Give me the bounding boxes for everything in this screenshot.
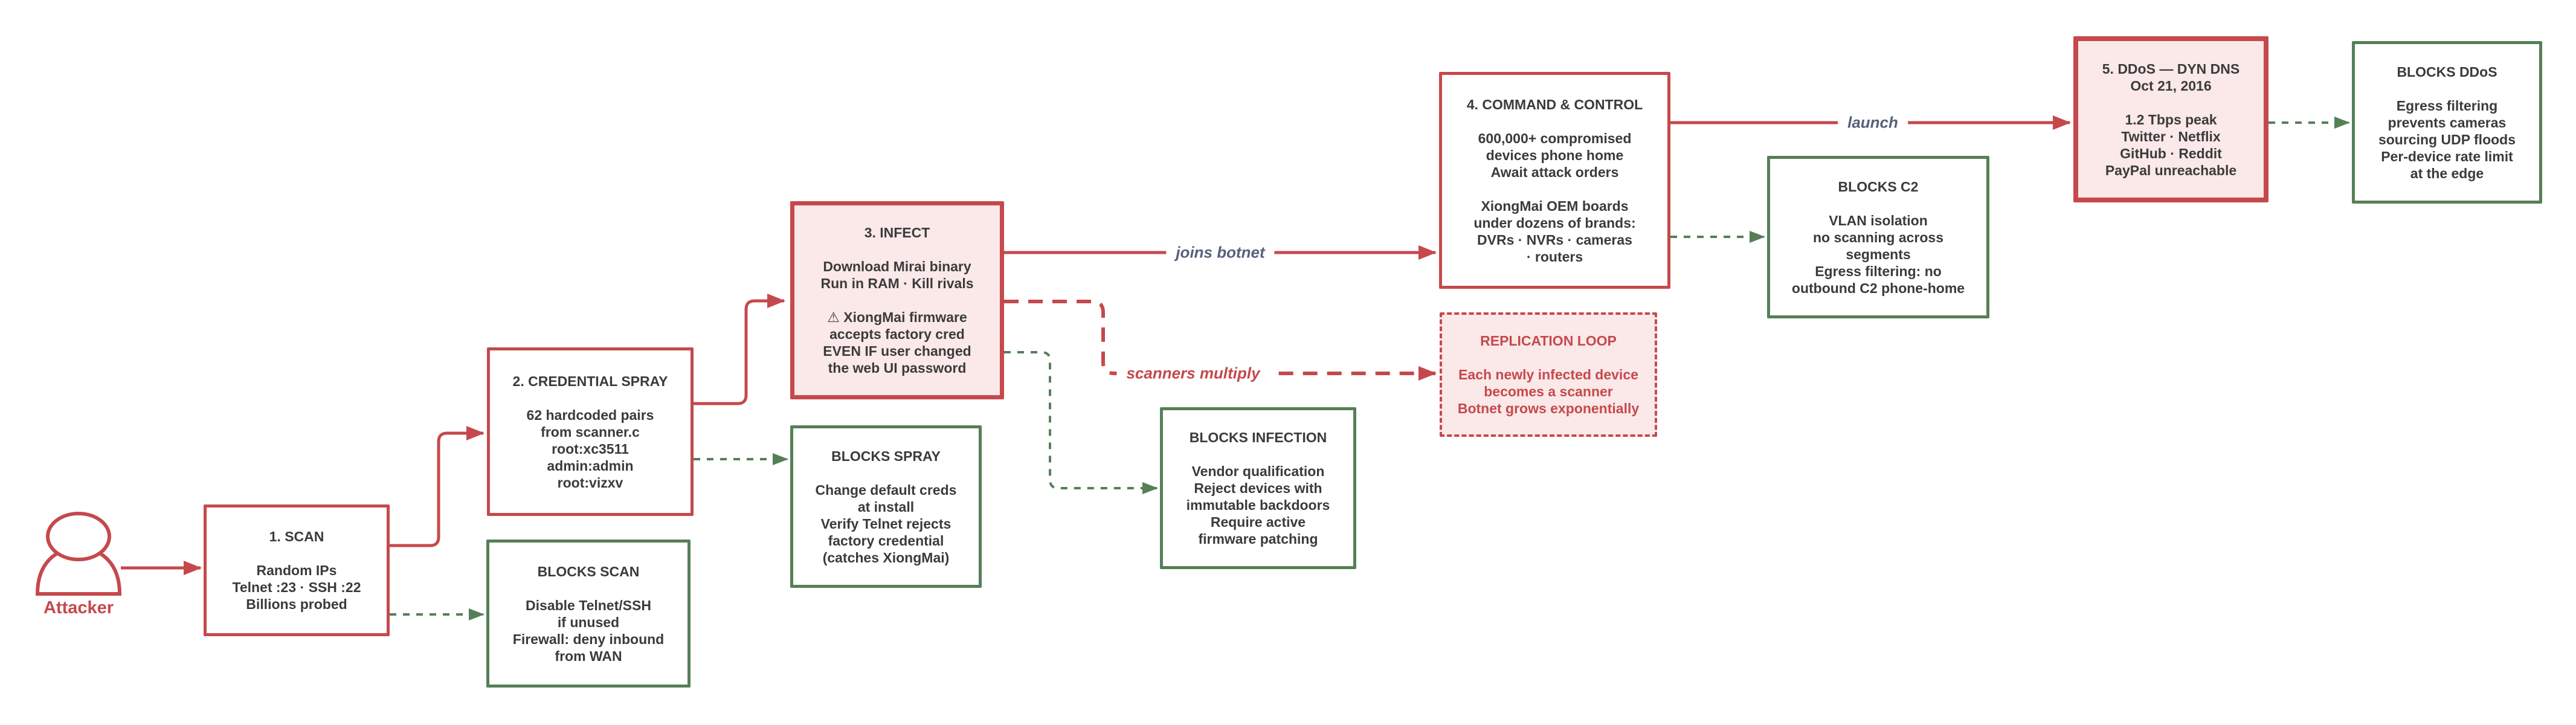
node-command-control-body: 600,000+ compromised devices phone home … xyxy=(1478,130,1632,180)
node-blocks-c2-body: VLAN isolation no scanning across segmen… xyxy=(1791,212,1965,296)
node-replication-loop: REPLICATION LOOP Each newly infected dev… xyxy=(1440,312,1657,437)
edge-label-launch: launch xyxy=(1838,112,1908,134)
node-credential-spray-title: 2. CREDENTIAL SPRAY xyxy=(512,373,668,389)
node-infect-warning: ⚠ XiongMai firmware accepts factory cred… xyxy=(823,309,971,376)
node-command-control-title: 4. COMMAND & CONTROL xyxy=(1466,96,1643,112)
attacker-icon xyxy=(35,512,122,596)
node-scan-body: Random IPs Telnet :23 · SSH :22 Billions… xyxy=(232,562,361,612)
node-command-control: 4. COMMAND & CONTROL 600,000+ compromise… xyxy=(1439,72,1670,289)
edge-label-scanners-multiply: scanners multiply xyxy=(1116,362,1270,384)
node-blocks-spray: BLOCKS SPRAY Change default creds at ins… xyxy=(790,425,982,588)
node-infect: 3. INFECT Download Mirai binary Run in R… xyxy=(790,201,1004,399)
node-infect-title: 3. INFECT xyxy=(864,225,930,240)
node-blocks-ddos-title: BLOCKS DDoS xyxy=(2397,63,2497,80)
node-replication-loop-body: Each newly infected device becomes a sca… xyxy=(1457,367,1640,416)
node-infect-body: Download Mirai binary Run in RAM · Kill … xyxy=(820,259,974,291)
edge-label-joins-botnet: joins botnet xyxy=(1166,242,1275,263)
node-ddos-body: 1.2 Tbps peak Twitter · Netflix GitHub ·… xyxy=(2105,111,2237,178)
node-ddos-title: 5. DDoS — DYN DNS Oct 21, 2016 xyxy=(2102,60,2240,94)
node-blocks-c2-title: BLOCKS C2 xyxy=(1838,178,1919,195)
arrow-credential-spray-to-infect xyxy=(694,294,785,405)
node-ddos: 5. DDoS — DYN DNS Oct 21, 2016 1.2 Tbps … xyxy=(2073,36,2268,202)
node-blocks-scan-title: BLOCKS SCAN xyxy=(537,563,640,579)
node-blocks-ddos: BLOCKS DDoS Egress filtering prevents ca… xyxy=(2352,41,2542,204)
node-blocks-scan-body: Disable Telnet/SSH if unused Firewall: d… xyxy=(512,597,665,664)
attacker-label: Attacker xyxy=(43,598,114,617)
node-scan: 1. SCAN Random IPs Telnet :23 · SSH :22 … xyxy=(204,504,390,636)
node-replication-loop-title: REPLICATION LOOP xyxy=(1480,333,1617,349)
node-blocks-spray-body: Change default creds at install Verify T… xyxy=(815,482,957,566)
node-scan-title: 1. SCAN xyxy=(269,529,324,544)
node-blocks-infection-title: BLOCKS INFECTION xyxy=(1189,430,1327,445)
node-credential-spray: 2. CREDENTIAL SPRAY 62 hardcoded pairs f… xyxy=(487,347,694,516)
node-blocks-scan: BLOCKS SCAN Disable Telnet/SSH if unused… xyxy=(486,540,691,688)
node-blocks-spray-title: BLOCKS SPRAY xyxy=(831,448,941,464)
arrow-infect-to-blocks-infection xyxy=(1004,351,1158,494)
arrow-scan-to-credential-spray xyxy=(390,426,485,547)
node-blocks-ddos-body: Egress filtering prevents cameras sourci… xyxy=(2378,97,2516,181)
node-blocks-infection: BLOCKS INFECTION Vendor qualification Re… xyxy=(1160,407,1356,569)
node-blocks-infection-body: Vendor qualification Reject devices with… xyxy=(1186,463,1330,547)
arrow-infect-to-replication-loop xyxy=(1004,300,1437,381)
node-credential-spray-body: 62 hardcoded pairs from scanner.c root:x… xyxy=(526,407,654,491)
node-blocks-c2: BLOCKS C2 VLAN isolation no scanning acr… xyxy=(1767,156,1989,318)
node-command-control-body2: XiongMai OEM boards under dozens of bran… xyxy=(1473,198,1636,265)
